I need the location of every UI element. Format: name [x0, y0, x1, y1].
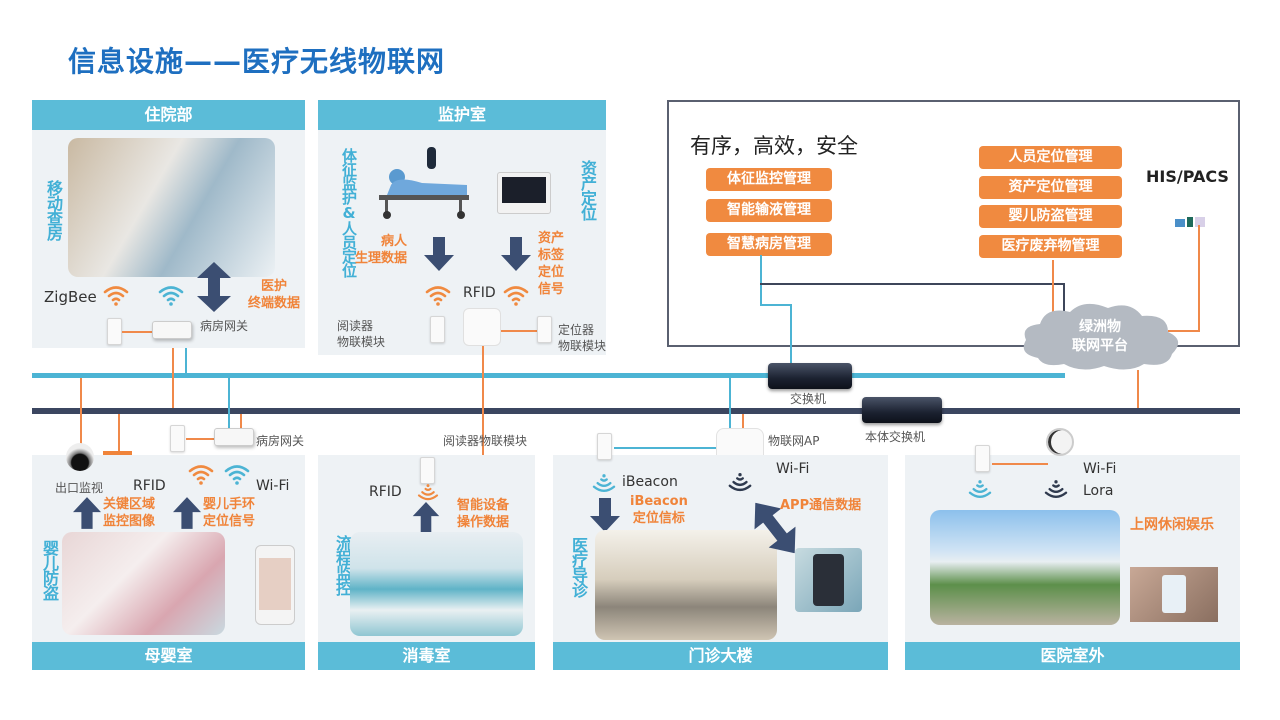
wifi-label: Wi-Fi: [776, 461, 810, 477]
rfid-wifi-icon: [425, 284, 451, 306]
access-switch: [768, 363, 852, 389]
arrow-down-icon: [590, 498, 620, 532]
iot-module: [975, 445, 990, 472]
reader-module-label: 阅读器 物联模块: [337, 319, 386, 349]
disinfection-footer: 消毒室: [318, 642, 535, 670]
exit-monitor-label: 出口监视: [55, 481, 104, 495]
medical-guidance-label: 医疗导诊: [569, 537, 588, 597]
rfid-label: RFID: [463, 285, 496, 301]
switch-label: 交换机: [790, 392, 827, 406]
ibeacon-beacon-label: iBeacon 定位信标: [630, 494, 688, 526]
wifi-icon: [968, 480, 992, 500]
page-title: 信息设施——医疗无线物联网: [68, 45, 446, 78]
asset-location-label: 资产定位: [578, 160, 597, 220]
ward-gateway-device: [214, 428, 254, 446]
ward-gateway-label: 病房网关: [200, 319, 249, 333]
vital-monitoring-label: 体征监护&人员定位: [340, 148, 358, 277]
zigbee-wifi-icon: [103, 284, 129, 306]
hospital-exterior-photo: [930, 510, 1120, 625]
ibeacon-module-device: [597, 433, 612, 460]
his-pacs-label: HIS/PACS: [1146, 167, 1229, 186]
outdoor-camera-icon: [1046, 428, 1074, 456]
core-switch: [862, 397, 942, 423]
patient-physiological-data-label: 病人 生理数据: [355, 234, 408, 266]
key-area-image-label: 关键区域 监控图像: [103, 497, 156, 529]
locator-module-label: 定位器 物联模块: [558, 323, 607, 353]
wifi-icon: [188, 463, 214, 485]
infant-band-signal-label: 婴儿手环 定位信号: [203, 497, 256, 529]
lora-wifi-icon: [1044, 480, 1068, 500]
outpatient-hall-photo: [595, 530, 777, 640]
core-network-bus: [32, 408, 1240, 414]
asset-location-management: 资产定位管理: [979, 176, 1122, 199]
process-monitoring-label: 流程监控: [333, 535, 352, 595]
ward-round-photo: [68, 138, 275, 277]
outdoor-footer: 医院室外: [905, 642, 1240, 670]
double-arrow-icon: [197, 262, 231, 312]
infant-photo: [62, 532, 225, 635]
wifi-icon: [158, 284, 184, 306]
infant-antitheft-label: 婴儿防盗: [40, 540, 59, 600]
iot-module: [107, 318, 122, 345]
asset-tag-signal-label: 资产 标签 定位 信号: [538, 231, 565, 297]
reader-module-device: [430, 316, 445, 343]
app-phone-image: [795, 548, 862, 612]
arrow-down-icon: [501, 237, 531, 271]
rfid-reader-device: [463, 308, 501, 346]
ibeacon-wifi-icon: [592, 474, 616, 494]
personnel-location-management: 人员定位管理: [979, 146, 1122, 169]
app-data-label: APP通信数据: [780, 498, 862, 513]
vital-monitoring-management: 体征监控管理: [706, 168, 832, 191]
ap-wifi-icon: [728, 472, 752, 494]
device-operation-data-label: 智能设备 操作数据: [457, 498, 510, 530]
lora-label: Lora: [1083, 483, 1114, 499]
reader-module-device: [420, 457, 435, 484]
phone-image: [255, 545, 295, 625]
monitoring-panel: 监护室: [318, 100, 606, 355]
phone-leisure-image: [1130, 567, 1218, 622]
medical-waste-management: 医疗废弃物管理: [979, 235, 1122, 258]
cloud-icon: [1023, 303, 1179, 370]
wifi-label: Wi-Fi: [1083, 461, 1117, 477]
medical-terminal-data-label: 医护 终端数据: [248, 279, 301, 311]
security-camera-icon: [66, 443, 94, 471]
wifi-icon: [224, 463, 250, 485]
computer-icon: [1175, 212, 1211, 227]
rfid-wifi-icon: [503, 284, 529, 306]
ward-gateway-device: [152, 321, 192, 339]
smart-ward-management: 智慧病房管理: [706, 233, 832, 256]
rfid-wifi-icon: [417, 484, 439, 502]
infant-antitheft-management: 婴儿防盗管理: [979, 205, 1122, 228]
rfid-label: RFID: [133, 478, 166, 494]
access-network-bus: [32, 373, 1065, 378]
arrow-down-icon: [424, 237, 454, 271]
iot-ap-label: 物联网AP: [768, 434, 820, 448]
smart-infusion-management: 智能输液管理: [706, 199, 832, 222]
iot-module: [170, 425, 185, 452]
monitoring-header: 监护室: [318, 100, 606, 130]
patient-bed-icon: [379, 147, 469, 219]
reader-module-label: 阅读器物联模块: [443, 434, 528, 448]
zigbee-label: ZigBee: [44, 288, 97, 306]
rfid-label: RFID: [369, 484, 402, 500]
disinfection-room-photo: [350, 532, 523, 636]
ibeacon-label: iBeacon: [622, 474, 678, 490]
iot-platform-label: 绿洲物 联网平台: [1072, 319, 1128, 354]
ward-gateway-label: 病房网关: [256, 434, 305, 448]
platform-slogan: 有序，高效，安全: [690, 134, 858, 158]
mobile-ward-round-label: 移动查房: [44, 180, 63, 240]
arrow-up-icon: [173, 497, 201, 529]
outpatient-footer: 门诊大楼: [553, 642, 888, 670]
inpatient-header: 住院部: [32, 100, 305, 130]
arrow-up-icon: [73, 497, 101, 529]
maternity-footer: 母婴室: [32, 642, 305, 670]
internet-leisure-label: 上网休闲娱乐: [1130, 517, 1214, 533]
locator-module-device: [537, 316, 552, 343]
core-switch-label: 本体交换机: [865, 430, 926, 444]
wifi-label: Wi-Fi: [256, 478, 290, 494]
arrow-up-icon: [412, 502, 440, 532]
patient-monitor-icon: [497, 172, 551, 214]
